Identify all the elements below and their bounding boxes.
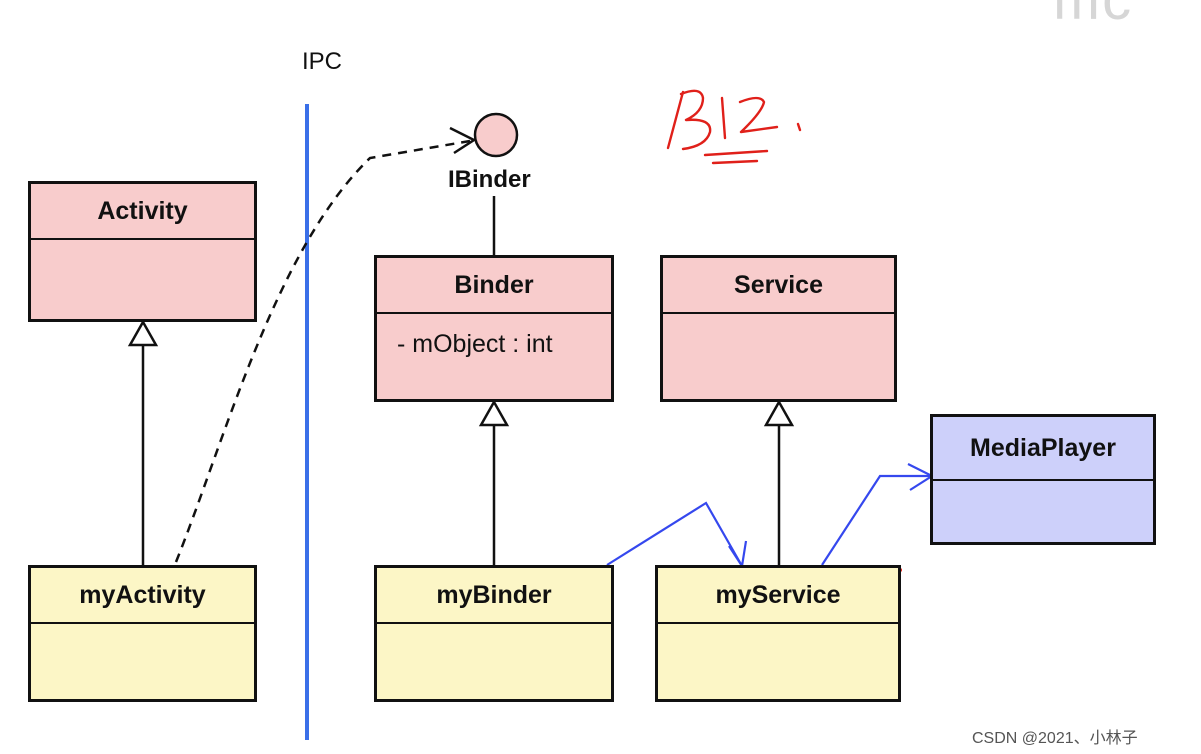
inherit-arrow-activity xyxy=(127,319,159,347)
class-activity-name: Activity xyxy=(31,184,254,240)
class-mediaplayer: MediaPlayer xyxy=(930,414,1156,545)
class-service: Service xyxy=(660,255,897,402)
assoc-myservice-mediaplayer xyxy=(821,474,930,566)
class-mybinder-name: myBinder xyxy=(377,568,611,624)
ipc-label: IPC xyxy=(302,48,343,75)
class-myactivity-name: myActivity xyxy=(31,568,254,624)
ibinder-interface-icon xyxy=(473,112,519,158)
watermark: CSDN @2021、小林子 xyxy=(972,730,1138,747)
class-myservice-name: myService xyxy=(658,568,898,624)
class-binder-name: Binder xyxy=(377,258,611,314)
class-binder-attribute: - mObject : int xyxy=(397,330,553,358)
class-service-name: Service xyxy=(663,258,894,314)
class-activity: Activity xyxy=(28,181,257,322)
class-myservice: myService xyxy=(655,565,901,702)
class-mybinder: myBinder xyxy=(374,565,614,702)
inherit-arrow-binder xyxy=(478,399,510,427)
class-mediaplayer-name: MediaPlayer xyxy=(933,417,1153,481)
inherit-arrow-service xyxy=(763,399,795,427)
class-binder: Binder - mObject : int xyxy=(374,255,614,402)
corner-logo-fragment: ffic xyxy=(1052,0,1133,33)
dependency-arrowhead xyxy=(449,126,477,155)
ibinder-interface-label: IBinder xyxy=(448,166,531,193)
class-myactivity: myActivity xyxy=(28,565,257,702)
assoc-mybinder-myservice xyxy=(606,501,743,567)
assoc-mybinder-myservice-head xyxy=(728,540,748,569)
